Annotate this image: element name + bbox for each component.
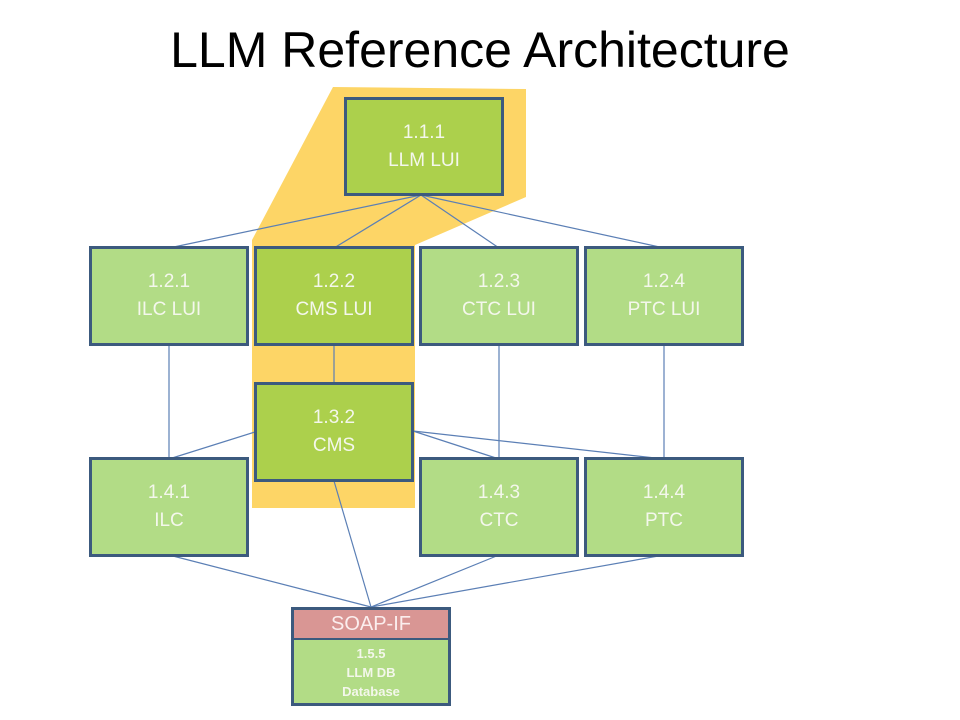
node-id: 1.2.4 xyxy=(642,271,686,292)
node-ptc-lui[interactable]: 1.2.4 PTC LUI xyxy=(584,246,744,346)
node-id: 1.3.2 xyxy=(312,407,356,428)
edge-ctc-to-db xyxy=(370,554,500,608)
diagram-title: LLM Reference Architecture xyxy=(170,22,790,78)
node-label: CTC xyxy=(479,510,519,531)
node-type: Database xyxy=(342,684,400,699)
node-ilc-lui[interactable]: 1.2.1 ILC LUI xyxy=(89,246,249,346)
node-ilc[interactable]: 1.4.1 ILC xyxy=(89,457,249,557)
edge-cms-to-db xyxy=(333,480,372,608)
node-id: 1.2.2 xyxy=(312,271,356,292)
node-label: CMS LUI xyxy=(295,299,373,320)
node-label: ILC LUI xyxy=(136,299,202,320)
node-id: 1.2.3 xyxy=(477,271,521,292)
edge-llm-lui-to-ctc-lui xyxy=(420,194,500,249)
node-label: PTC xyxy=(645,510,683,531)
edge-ptc-to-db xyxy=(370,554,665,608)
soap-interface-label: SOAP-IF xyxy=(294,610,448,640)
node-label: LLM DB xyxy=(346,665,396,680)
node-cms-lui[interactable]: 1.2.2 CMS LUI xyxy=(254,246,414,346)
node-ptc[interactable]: 1.4.4 PTC xyxy=(584,457,744,557)
edge-cms-to-ilc xyxy=(168,431,256,460)
edge-llm-lui-to-ptc-lui xyxy=(420,194,665,249)
edge-llm-lui-to-cms-lui xyxy=(333,194,422,249)
node-label: CTC LUI xyxy=(462,299,536,320)
node-id: 1.4.4 xyxy=(642,482,686,503)
node-id: 1.2.1 xyxy=(147,271,191,292)
node-id: 1.4.1 xyxy=(147,482,191,503)
node-llm-lui[interactable]: 1.1.1 LLM LUI xyxy=(344,97,504,196)
edge-cms-to-ctc xyxy=(412,430,500,460)
node-id: 1.1.1 xyxy=(402,121,446,143)
node-label: ILC xyxy=(154,510,184,531)
edge-ilc-to-db xyxy=(168,554,372,608)
node-cms[interactable]: 1.3.2 CMS xyxy=(254,382,414,482)
node-ctc[interactable]: 1.4.3 CTC xyxy=(419,457,579,557)
node-label: CMS xyxy=(312,435,356,456)
node-label: LLM LUI xyxy=(388,149,460,171)
node-llm-db[interactable]: SOAP-IF 1.5.5 LLM DB Database xyxy=(291,607,451,706)
node-id: 1.5.5 xyxy=(356,646,386,661)
edge-cms-to-ptc xyxy=(412,430,665,460)
node-label: PTC LUI xyxy=(627,299,701,320)
edge-llm-lui-to-ilc-lui xyxy=(168,194,422,249)
db-body: 1.5.5 LLM DB Database xyxy=(294,640,448,701)
node-id: 1.4.3 xyxy=(477,482,521,503)
node-ctc-lui[interactable]: 1.2.3 CTC LUI xyxy=(419,246,579,346)
